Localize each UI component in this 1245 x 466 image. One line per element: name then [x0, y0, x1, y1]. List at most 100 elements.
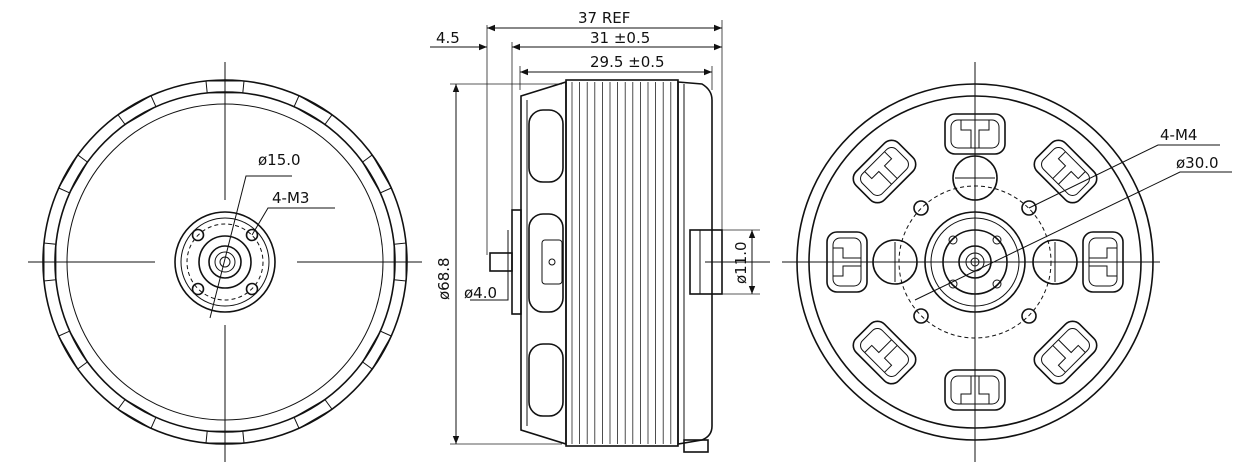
rear-holes-label: 4-M4	[1160, 126, 1197, 144]
front-rim-tab-10	[117, 94, 157, 126]
side-fan-window-2	[528, 213, 564, 313]
front-holes-label: 4-M3	[272, 189, 309, 207]
rear-inner-rim	[808, 95, 1142, 429]
rear-slot-rib	[960, 120, 990, 148]
rear-leader-holes	[1028, 144, 1220, 209]
rear-cooling-slots	[826, 113, 1124, 411]
side-rotor-bell	[520, 80, 567, 446]
front-rim-tab-1	[293, 94, 333, 126]
side-fan-inner-tab	[541, 239, 563, 285]
side-fan-window-1	[528, 109, 564, 183]
rear-slot-outline	[1033, 320, 1098, 385]
front-rim-tab-8	[43, 242, 57, 282]
rear-slot-outline	[852, 320, 917, 385]
front-hole-3	[191, 282, 205, 296]
rear-slot-rib	[864, 339, 898, 373]
rear-hub-ring	[930, 217, 1020, 307]
front-rim-tab-9	[57, 154, 89, 194]
rear-leader-bolt-circle	[914, 171, 1232, 301]
rear-slot-inner	[832, 237, 862, 287]
rear-hub-hole-2	[992, 235, 1002, 245]
side-outer-dia-label: ø68.8	[435, 257, 453, 300]
rear-shaft-inner	[970, 257, 980, 267]
side-mount-foot	[683, 439, 709, 453]
side-total-length-label: 37 REF	[578, 9, 630, 27]
side-fan-pin	[548, 258, 556, 266]
front-rim-tab-2	[361, 154, 393, 194]
rear-slot-inner	[1088, 237, 1118, 287]
rear-slot-2	[1033, 139, 1098, 204]
rear-slot-outline	[1033, 139, 1098, 204]
rear-m4-hole-4	[1021, 308, 1037, 324]
rear-window-right	[1032, 239, 1078, 285]
rear-view: 4-M4 ø30.0	[782, 62, 1232, 462]
rear-slot-8	[852, 139, 917, 204]
rear-window-top	[952, 155, 998, 201]
side-body-length-label: 31 ±0.5	[590, 29, 650, 47]
front-rim-tab-12	[205, 80, 245, 94]
side-fin-stack	[565, 79, 679, 447]
rear-m4-hole-2	[1021, 200, 1037, 216]
front-rim-tab-11	[205, 430, 245, 444]
rear-slot-rib	[1089, 247, 1117, 277]
side-stator-length-label: 29.5 ±0.5	[590, 53, 665, 71]
rear-slot-inner	[1041, 147, 1090, 196]
rear-slot-rib	[960, 376, 990, 404]
rear-slot-4	[1033, 320, 1098, 385]
side-shaft-dia-label: ø4.0	[464, 284, 497, 302]
side-fins	[571, 82, 672, 444]
rear-slot-inner	[860, 147, 909, 196]
rear-slot-rib	[1052, 339, 1086, 373]
side-shaft	[489, 252, 513, 272]
rear-slot-inner	[950, 119, 1000, 149]
rear-slot-rib	[864, 151, 898, 185]
rear-window-left	[872, 239, 918, 285]
rear-slot-1	[944, 113, 1006, 155]
front-hole-2	[245, 228, 259, 242]
rear-hub-outer	[924, 211, 1026, 313]
front-m3-holes	[191, 228, 259, 296]
front-hole-4	[245, 282, 259, 296]
front-rim-tab-6	[117, 398, 157, 430]
rear-hub-hole-4	[992, 279, 1002, 289]
front-outer-circle	[42, 79, 408, 445]
rear-slot-inner	[950, 375, 1000, 405]
rear-slot-outline	[1082, 231, 1124, 293]
front-rim-tab-3	[393, 242, 407, 282]
side-shaft-ext-label: 4.5	[436, 29, 460, 47]
front-hole-1	[191, 228, 205, 242]
front-rim-tab-4	[361, 330, 393, 370]
front-face-circle	[66, 103, 384, 421]
front-shaft-outer	[214, 251, 236, 273]
front-boss-circle	[198, 235, 252, 289]
front-view: ø15.0 4-M3	[28, 62, 422, 462]
front-hub-outer	[174, 211, 276, 313]
front-bell-inner-circle	[54, 91, 396, 433]
rear-slot-inner	[1041, 328, 1090, 377]
rear-hub-mid	[942, 229, 1008, 295]
side-shaft-leader	[470, 270, 509, 301]
rear-m4-hole-3	[913, 308, 929, 324]
rear-slot-outline	[826, 231, 868, 293]
rear-bolt-circle-label: ø30.0	[1176, 154, 1219, 172]
side-front-plate	[511, 209, 522, 315]
rear-slot-rib	[833, 247, 861, 277]
front-hub-dia-label: ø15.0	[258, 151, 301, 169]
rear-slot-outline	[944, 369, 1006, 411]
front-leader-holes	[251, 207, 335, 236]
front-bolt-circle	[186, 223, 264, 301]
front-rim-tab-5	[293, 398, 333, 430]
front-rim-tabs	[43, 80, 407, 444]
rear-slot-rib	[1052, 151, 1086, 185]
front-hub-ring	[180, 217, 270, 307]
rear-bearing	[958, 245, 992, 279]
front-rim-tab-7	[57, 330, 89, 370]
rear-slot-outline	[852, 139, 917, 204]
rear-slot-inner	[860, 328, 909, 377]
rear-bolt-circle	[898, 185, 1052, 339]
rear-m4-hole-1	[913, 200, 929, 216]
side-rear-housing	[677, 81, 713, 445]
side-view: 37 REF 31 ±0.5 29.5 ±0.5 4.5 ø68.8 ø4.0	[430, 9, 770, 453]
rear-slot-outline	[944, 113, 1006, 155]
front-nut-circle	[208, 245, 242, 279]
